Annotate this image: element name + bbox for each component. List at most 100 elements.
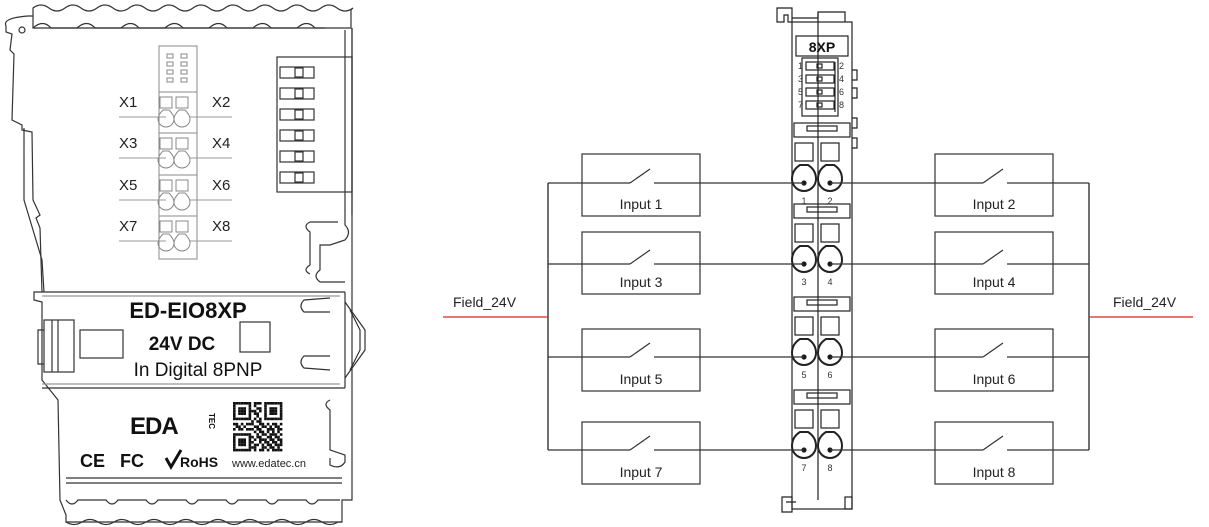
input-label: Input 7	[620, 464, 663, 480]
terminal-number: 7	[801, 463, 806, 473]
led-number: 2	[839, 61, 844, 71]
input-label: Input 1	[620, 196, 663, 212]
input-switch: Input 8	[830, 421, 1089, 485]
input-switch: Input 2	[830, 153, 1089, 217]
terminal-number: 8	[827, 463, 832, 473]
terminal-label-x8: X8	[212, 218, 230, 235]
front-terminal	[157, 137, 175, 169]
input-switch: Input 6	[830, 328, 1089, 392]
terminal-separator	[793, 389, 851, 405]
io-connector-block	[276, 56, 353, 193]
module-model: ED-EIO8XP	[129, 298, 246, 323]
input-switch: Input 5	[548, 328, 804, 392]
switch-box	[581, 328, 701, 392]
front-terminal	[173, 179, 191, 211]
switch-box	[934, 421, 1054, 485]
input-label: Input 2	[973, 196, 1016, 212]
terminal-label-x1: X1	[119, 94, 137, 111]
terminal-separator	[793, 296, 851, 312]
dip-switch	[805, 87, 835, 97]
dip-switch	[805, 61, 835, 71]
front-terminal-strip	[157, 45, 198, 260]
switch-box	[934, 328, 1054, 392]
switch-contact-icon	[629, 168, 651, 184]
status-led-grid	[166, 53, 188, 83]
left-clip	[43, 319, 75, 373]
input-switch: Input 7	[548, 421, 804, 485]
cert-fc: FC	[120, 451, 144, 471]
led-number: 7	[798, 100, 803, 110]
terminal-separator	[793, 122, 851, 138]
switch-box	[934, 153, 1054, 217]
right-connector-tab	[344, 292, 366, 388]
side-terminal	[816, 409, 844, 459]
switch-contact-icon	[982, 168, 1004, 184]
brand-suffix: TEC	[207, 413, 216, 429]
switch-box	[581, 421, 701, 485]
led-number: 4	[839, 74, 844, 84]
switch-box	[581, 153, 701, 217]
dip-switch	[805, 100, 835, 110]
front-terminal	[157, 220, 175, 252]
led-number: 6	[839, 87, 844, 97]
side-terminal	[816, 223, 844, 273]
switch-contact-icon	[629, 342, 651, 358]
side-module-label: 8XP	[809, 39, 835, 55]
terminal-number: 4	[827, 277, 832, 287]
terminal-label-x7: X7	[119, 218, 137, 235]
led-number: 1	[798, 61, 803, 71]
input-label: Input 8	[973, 464, 1016, 480]
side-terminal	[790, 142, 818, 192]
terminal-label-x5: X5	[119, 177, 137, 194]
input-label: Input 4	[973, 274, 1016, 290]
rohs-check-icon	[164, 449, 183, 471]
led-number: 8	[839, 100, 844, 110]
website-url: www.edatec.cn	[231, 458, 306, 470]
label-window-right	[239, 321, 271, 353]
front-terminal	[157, 179, 175, 211]
supply-label-right: Field_24V	[1113, 294, 1177, 310]
dip-switch	[805, 74, 835, 84]
switch-contact-icon	[629, 435, 651, 451]
input-switch: Input 3	[548, 231, 804, 295]
side-terminal	[816, 142, 844, 192]
switch-box	[934, 231, 1054, 295]
side-terminal	[790, 223, 818, 273]
terminal-label-x6: X6	[212, 177, 230, 194]
side-terminal	[790, 316, 818, 366]
terminal-label-x2: X2	[212, 94, 230, 111]
supply-label-left: Field_24V	[453, 294, 517, 310]
label-window-left	[79, 329, 124, 359]
front-terminal	[157, 96, 175, 128]
front-terminal	[173, 96, 191, 128]
switch-contact-icon	[982, 249, 1004, 265]
switch-contact-icon	[629, 249, 651, 265]
right-latch-top	[315, 215, 350, 283]
input-switch: Input 4	[830, 231, 1089, 295]
cert-ce: CE	[80, 451, 105, 471]
cert-rohs: RoHS	[180, 454, 218, 470]
front-terminal	[173, 220, 191, 252]
qr-code	[233, 402, 283, 452]
terminal-number: 5	[801, 370, 806, 380]
connector-slots	[279, 66, 315, 184]
input-label: Input 6	[973, 371, 1016, 387]
side-terminal	[816, 316, 844, 366]
terminal-separator	[793, 203, 851, 219]
switch-contact-icon	[982, 342, 1004, 358]
input-label: Input 5	[620, 371, 663, 387]
input-label: Input 3	[620, 274, 663, 290]
input-switch: Input 1	[548, 153, 804, 217]
module-front-view	[4, 4, 366, 526]
terminal-label-x4: X4	[212, 135, 230, 152]
terminal-label-x3: X3	[119, 135, 137, 152]
module-voltage: 24V DC	[149, 334, 216, 355]
switch-contact-icon	[982, 435, 1004, 451]
terminal-number: 3	[801, 277, 806, 287]
terminal-number: 1	[801, 196, 806, 206]
top-rail	[32, 4, 354, 29]
led-number: 3	[798, 74, 803, 84]
terminal-number: 6	[827, 370, 832, 380]
switch-box	[581, 231, 701, 295]
front-terminal	[173, 137, 191, 169]
